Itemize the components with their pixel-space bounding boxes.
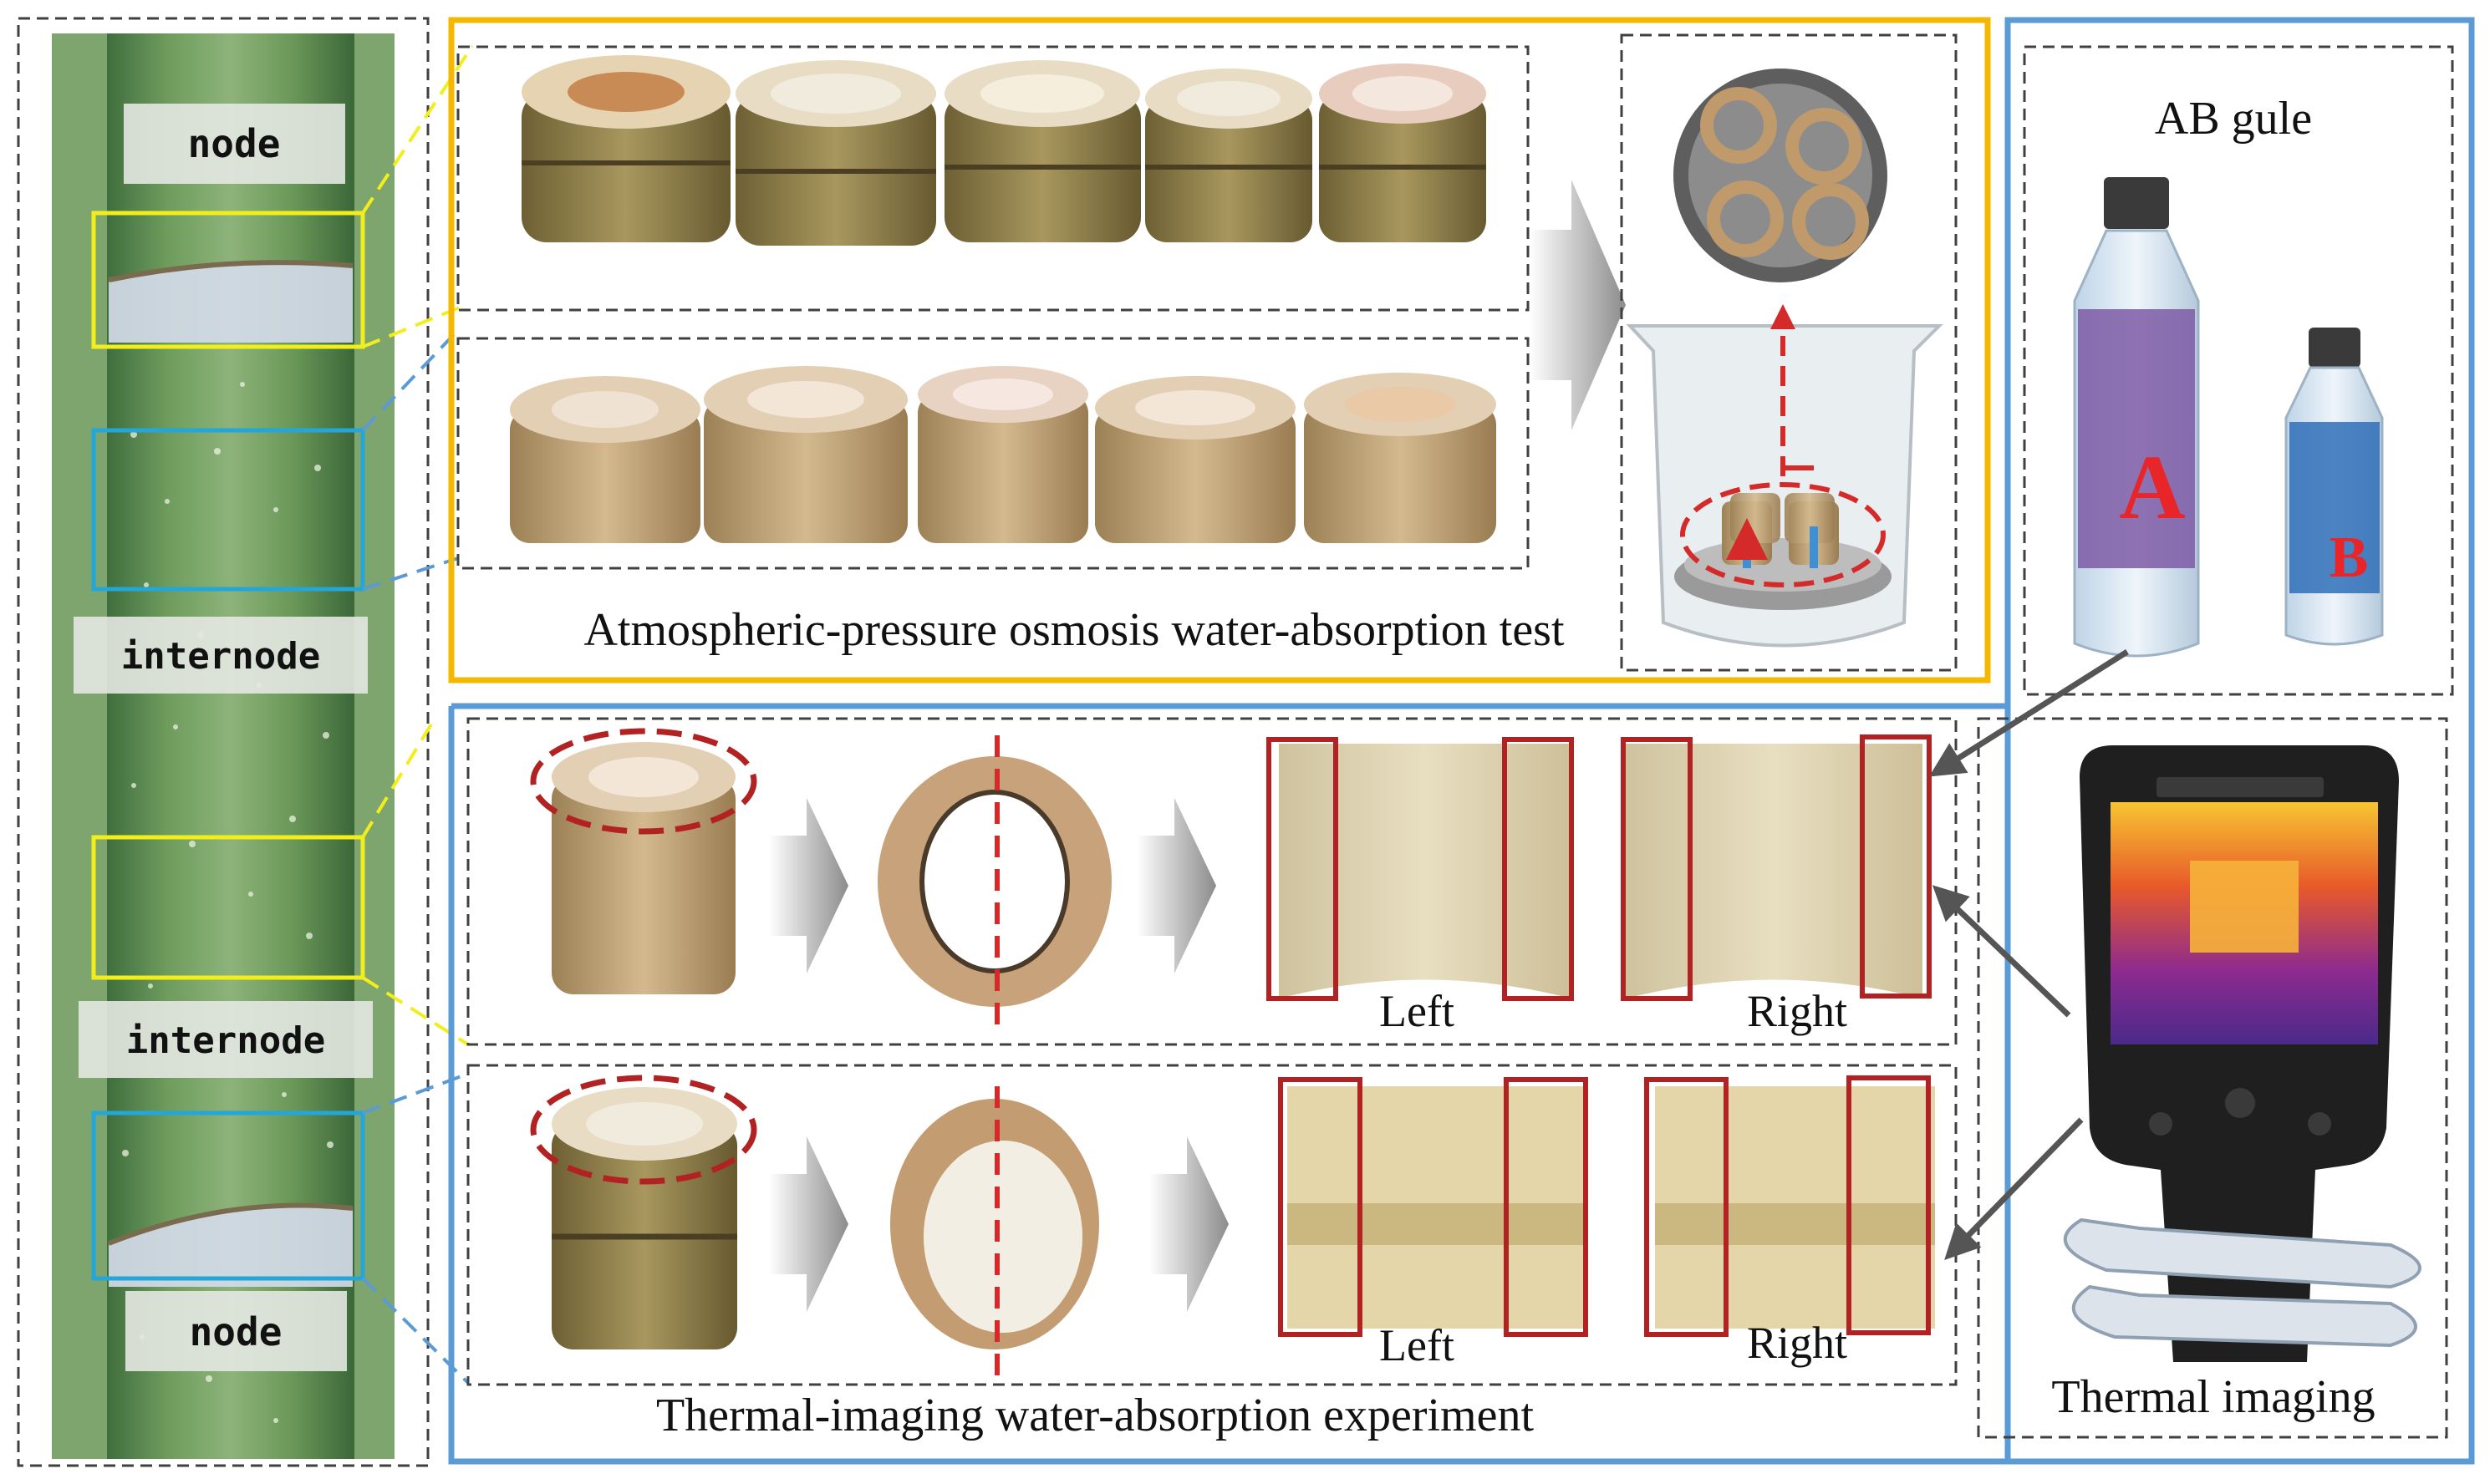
node-whole-sample xyxy=(530,1075,757,1349)
thermal-camera-panel: Thermal imaging xyxy=(1977,717,2448,1439)
internode-whole-sample xyxy=(530,728,757,994)
internode-sample-5 xyxy=(1304,373,1496,543)
bottle-a: A xyxy=(2073,177,2200,658)
right-blue-frame xyxy=(2004,17,2475,1465)
label-box-internode-upper xyxy=(74,617,368,694)
connector-internode-upper-down xyxy=(362,556,459,591)
flow-arrow-to-beaker xyxy=(1530,180,1626,430)
atmospheric-panel-frame xyxy=(448,17,1991,684)
internode-halves: Left Right xyxy=(1266,734,1932,1036)
bottle-a-letter: A xyxy=(2119,436,2185,538)
internode-right-label: Right xyxy=(1747,986,1847,1036)
thermal-panel-frame xyxy=(448,703,2008,1465)
internode-thermal-row: Left Right xyxy=(530,728,1932,1036)
beaker-box xyxy=(1620,33,1958,672)
label-internode-upper: internode xyxy=(121,635,320,678)
label-node-bottom: node xyxy=(190,1309,283,1354)
bottle-b-letter: B xyxy=(2330,526,2369,590)
internode-right-outline-1 xyxy=(1621,737,1693,1001)
arrow-camera-to-node xyxy=(1944,1117,2084,1261)
atmospheric-panel: Atmospheric-pressure osmosis water-absor… xyxy=(448,17,1991,684)
node-thermal-row: Left Right xyxy=(530,1075,1935,1383)
node-sample-5 xyxy=(1319,64,1486,242)
connector-node-top-down xyxy=(362,306,461,348)
node-sample-4 xyxy=(1145,69,1312,242)
node-right-outline-1 xyxy=(1644,1077,1729,1337)
node-ridge-bottom xyxy=(107,1202,354,1246)
internode-left-outline-2 xyxy=(1502,737,1574,1001)
internode-thermal-row-box xyxy=(466,717,1958,1046)
flow-arrow-node-1 xyxy=(769,1136,848,1312)
node-sample-3 xyxy=(945,60,1141,242)
highlight-internode-lower xyxy=(91,835,365,980)
highlight-internode-upper xyxy=(91,428,365,592)
label-box-node-top xyxy=(124,104,345,184)
internode-left-outline-1 xyxy=(1266,737,1338,1001)
label-box-node-bottom xyxy=(125,1291,347,1371)
node-samples-row xyxy=(522,55,1486,246)
connector-lines xyxy=(361,44,474,1385)
highlight-node-bottom xyxy=(91,1110,365,1281)
atmospheric-caption: Atmospheric-pressure osmosis water-absor… xyxy=(583,604,1565,656)
node-sample-1 xyxy=(522,55,731,242)
node-ring-top xyxy=(109,262,353,343)
ab-glue-panel: AB gule A B xyxy=(2004,17,2475,1465)
node-halves: Left Right xyxy=(1278,1075,1935,1370)
label-internode-lower: internode xyxy=(126,1019,325,1062)
highlight-node-top xyxy=(91,211,365,349)
node-sample-2 xyxy=(736,60,936,246)
connector-internode-upper-up xyxy=(361,328,460,432)
thermal-camera xyxy=(2063,745,2421,1362)
internode-left-label: Left xyxy=(1379,986,1454,1036)
internode-sample-4 xyxy=(1095,376,1296,543)
internode-sample-2 xyxy=(704,366,908,543)
beaker xyxy=(1626,304,1943,648)
arrow-glue-to-internode xyxy=(1928,649,2129,777)
bottle-b: B xyxy=(2284,328,2384,646)
internode-cross-section xyxy=(878,735,1112,1036)
label-box-internode-lower xyxy=(79,1001,373,1078)
bamboo-panel-border xyxy=(17,17,430,1467)
internode-samples-box xyxy=(456,337,1530,570)
bamboo-stalk-panel: node internode internode node xyxy=(17,17,430,1467)
connector-node-top-up xyxy=(361,44,474,215)
node-ridge-top xyxy=(108,260,354,282)
connector-internode-lower-up xyxy=(361,717,436,839)
flow-arrow-internode-2 xyxy=(1137,798,1216,973)
node-left-outline-1 xyxy=(1278,1077,1362,1337)
flow-arrow-node-2 xyxy=(1149,1136,1229,1312)
thermal-imaging-label: Thermal imaging xyxy=(2051,1371,2375,1423)
node-left-outline-2 xyxy=(1504,1077,1588,1337)
internode-sample-1 xyxy=(510,376,700,543)
internode-sample-3 xyxy=(918,366,1088,543)
node-right-outline-2 xyxy=(1846,1075,1931,1335)
internode-samples-row xyxy=(510,366,1496,543)
thermal-panel: Left Right xyxy=(448,703,2008,1465)
internode-right-outline-2 xyxy=(1860,734,1932,999)
label-node-top: node xyxy=(188,121,281,166)
thermal-camera-box xyxy=(1977,717,2448,1439)
connector-internode-lower-down xyxy=(361,976,470,1046)
node-ring-bottom xyxy=(109,1205,353,1287)
ab-glue-box xyxy=(2023,45,2454,696)
flow-arrow-internode-1 xyxy=(769,798,848,973)
pointer-arrows xyxy=(1928,649,2129,1261)
ab-glue-label: AB gule xyxy=(2155,93,2312,145)
soaking-container-top-view xyxy=(1673,69,1887,282)
arrow-camera-to-internode xyxy=(1932,885,2071,1018)
node-samples-box xyxy=(456,45,1530,312)
node-cross-section xyxy=(890,1086,1099,1383)
node-right-label: Right xyxy=(1747,1318,1847,1368)
thermal-caption: Thermal-imaging water-absorption experim… xyxy=(656,1390,1534,1441)
node-left-label: Left xyxy=(1379,1320,1454,1370)
